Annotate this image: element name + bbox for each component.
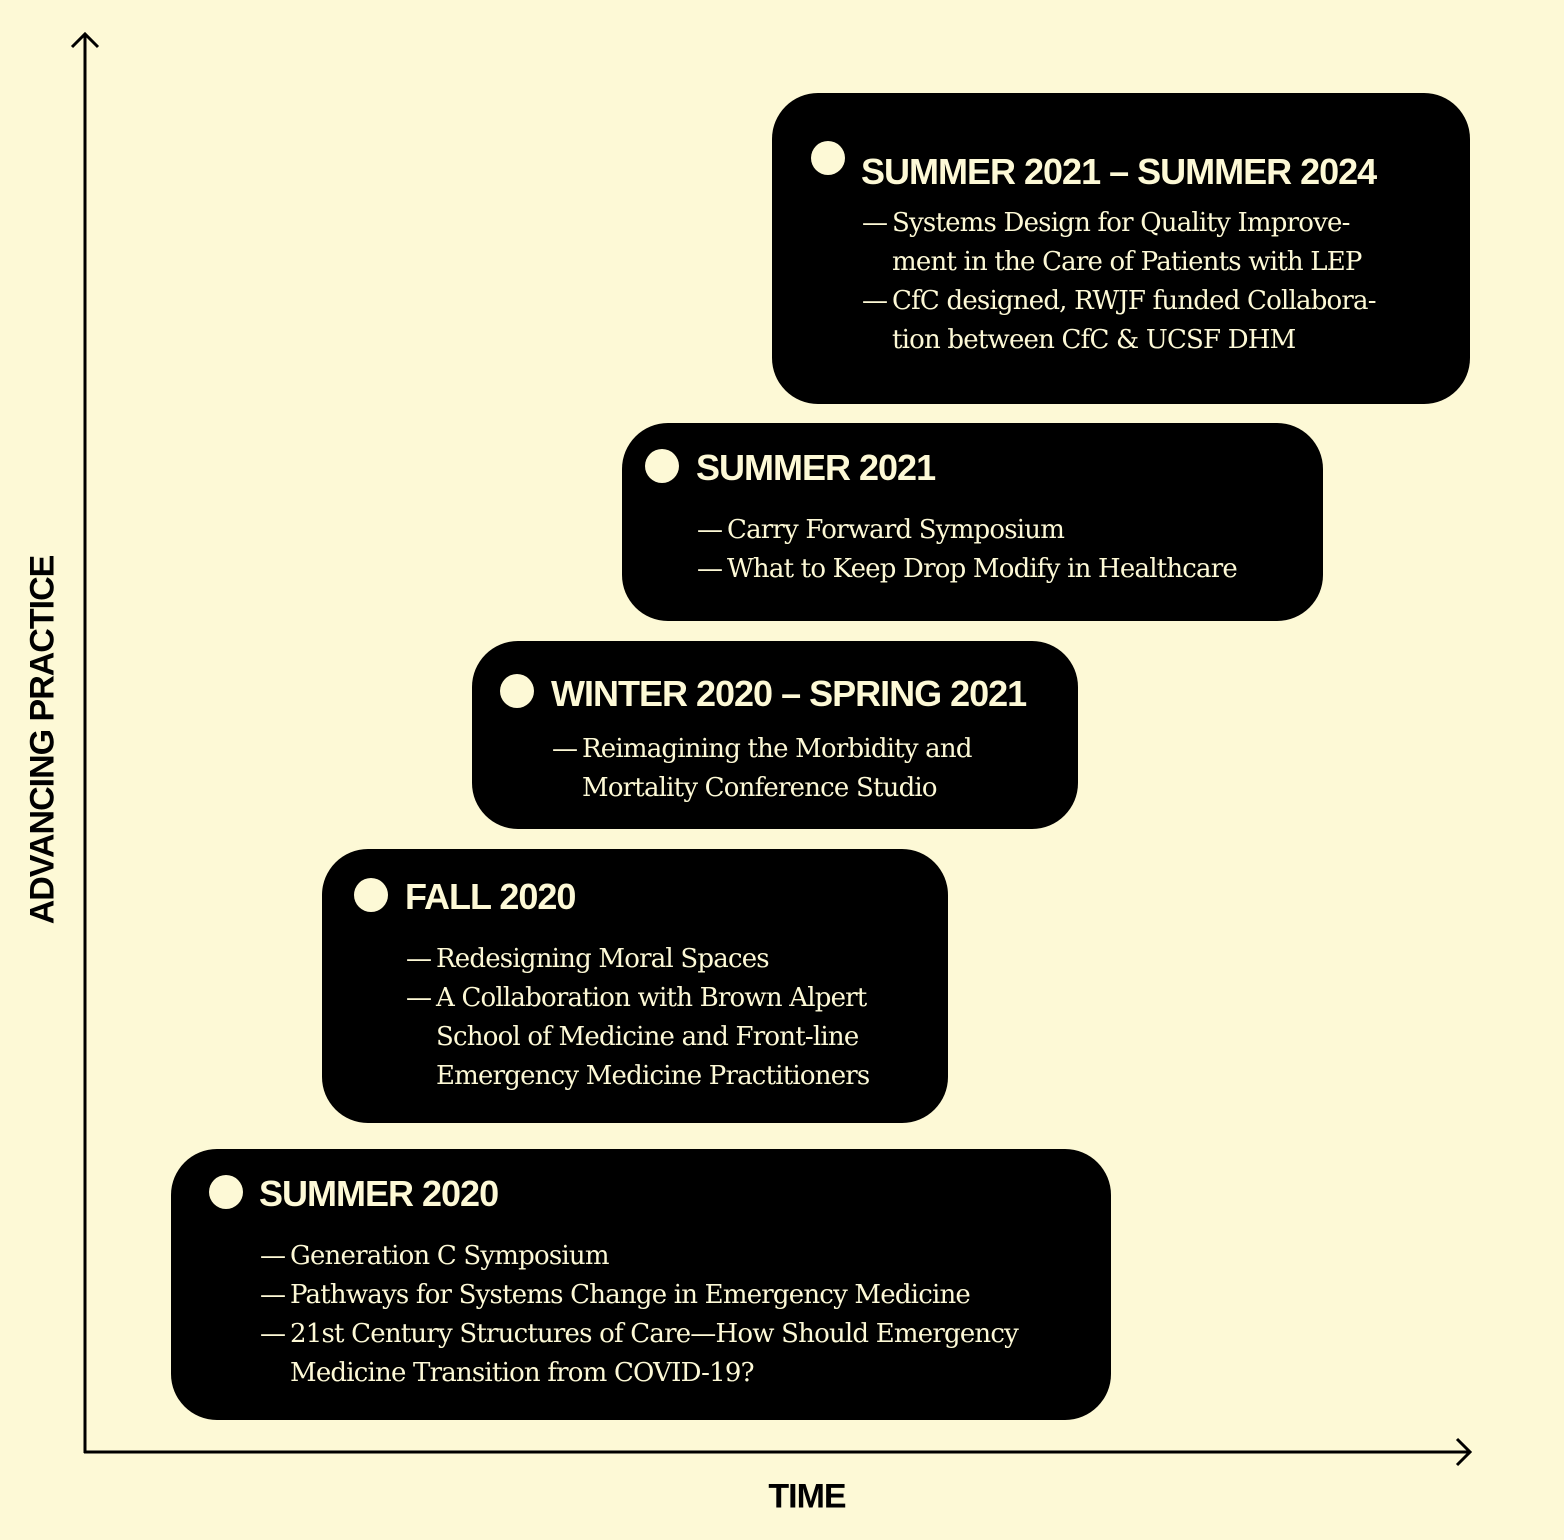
milestone-heading: SUMMER 2021 – SUMMER 2024 <box>861 151 1377 192</box>
item-text: Generation C Symposium <box>290 1241 610 1271</box>
item-text: Pathways for Systems Change in Emergency… <box>290 1280 971 1310</box>
milestone-item-line: School of Medicine and Front-line <box>406 1019 859 1055</box>
item-text: A Collaboration with Brown Alpert <box>436 983 867 1013</box>
milestone-item-line: —21st Century Structures of Care—How Sho… <box>260 1316 1019 1352</box>
dash: — <box>260 1319 286 1349</box>
bullet-dot-icon <box>811 141 845 175</box>
milestone-card: SUMMER 2021 – SUMMER 2024—Systems Design… <box>772 93 1470 404</box>
milestone-card: FALL 2020—Redesigning Moral Spaces—A Col… <box>322 849 948 1123</box>
bullet-dot-icon <box>209 1175 243 1209</box>
milestone-item-line: —What to Keep Drop Modify in Healthcare <box>697 551 1238 587</box>
milestone-item-line: —CfC designed, RWJF funded Collabora- <box>862 283 1377 319</box>
item-text: Redesigning Moral Spaces <box>436 944 770 974</box>
bullet-dot-icon <box>500 674 534 708</box>
item-text: 21st Century Structures of Care—How Shou… <box>290 1319 1019 1349</box>
milestone-item-line: —A Collaboration with Brown Alpert <box>406 980 867 1016</box>
milestone-item-line: Medicine Transition from COVID-19? <box>260 1355 755 1391</box>
dash: — <box>697 554 723 584</box>
milestone-item-line: —Systems Design for Quality Improve- <box>862 205 1350 241</box>
milestone-item-line: —Reimagining the Morbidity and <box>552 731 972 767</box>
y-axis-arrow-icon <box>70 31 100 49</box>
milestone-item-line: ment in the Care of Patients with LEP <box>862 244 1362 280</box>
dash: — <box>697 515 723 545</box>
item-text: Reimagining the Morbidity and <box>582 734 972 764</box>
item-text: Mortality Conference Studio <box>582 773 938 803</box>
item-text: School of Medicine and Front-line <box>436 1022 859 1052</box>
dash: — <box>862 208 888 238</box>
dash: — <box>552 734 578 764</box>
y-axis-label: ADVANCING PRACTICE <box>23 555 62 925</box>
dash: — <box>406 944 432 974</box>
item-text: Systems Design for Quality Improve- <box>892 208 1350 238</box>
item-text: Carry Forward Symposium <box>727 515 1065 545</box>
item-text: Emergency Medicine Practitioners <box>436 1061 870 1091</box>
milestone-item-line: —Pathways for Systems Change in Emergenc… <box>260 1277 971 1313</box>
milestone-item-line: —Generation C Symposium <box>260 1238 610 1274</box>
milestone-item-line: Emergency Medicine Practitioners <box>406 1058 870 1094</box>
bullet-dot-icon <box>645 449 679 483</box>
milestone-item-line: —Redesigning Moral Spaces <box>406 941 770 977</box>
bullet-dot-icon <box>354 878 388 912</box>
milestone-item-line: tion between CfC & UCSF DHM <box>862 322 1296 358</box>
x-axis-label: TIME <box>768 1477 846 1516</box>
milestone-heading: SUMMER 2021 <box>696 447 936 488</box>
x-axis-arrow-icon <box>1455 1437 1473 1467</box>
milestone-item-line: Mortality Conference Studio <box>552 770 938 806</box>
item-text: Medicine Transition from COVID-19? <box>290 1358 755 1388</box>
milestone-heading: WINTER 2020 – SPRING 2021 <box>551 673 1027 714</box>
milestone-item-line: —Carry Forward Symposium <box>697 512 1065 548</box>
milestone-heading: FALL 2020 <box>405 876 576 917</box>
milestone-heading: SUMMER 2020 <box>259 1173 499 1214</box>
dash: — <box>862 286 888 316</box>
item-text: tion between CfC & UCSF DHM <box>892 325 1296 355</box>
milestone-card: WINTER 2020 – SPRING 2021 —Reimagining th… <box>472 641 1078 829</box>
item-text: ment in the Care of Patients with LEP <box>892 247 1362 277</box>
milestone-card: SUMMER 2021—Carry Forward Symposium—What… <box>622 423 1323 621</box>
item-text: CfC designed, RWJF funded Collabora- <box>892 286 1377 316</box>
dash: — <box>260 1241 286 1271</box>
dash: — <box>406 983 432 1013</box>
item-text: What to Keep Drop Modify in Healthcare <box>727 554 1238 584</box>
milestone-card: SUMMER 2020—Generation C Symposium—Pathw… <box>171 1149 1111 1420</box>
dash: — <box>260 1280 286 1310</box>
